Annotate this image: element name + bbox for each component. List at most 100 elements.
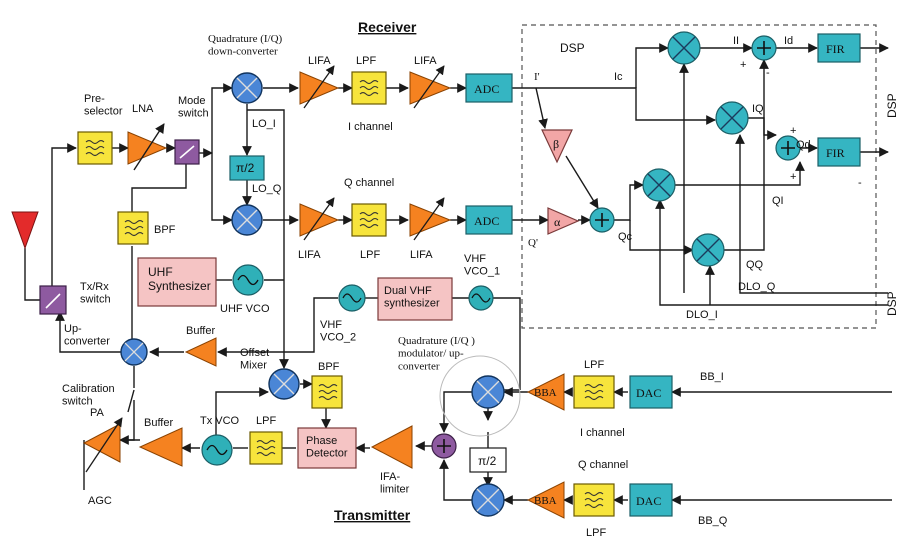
offset-mixer-icon xyxy=(268,368,300,400)
fir-q-minus: - xyxy=(858,177,862,189)
qi-label: QI xyxy=(772,195,784,207)
ifa-limiter-amplifier-icon xyxy=(370,425,413,469)
quad-down-label: Quadrature (I/Q)down-converter xyxy=(208,33,283,58)
i-lpf-label: LPF xyxy=(356,55,376,67)
dlo-q-label: DLO_Q xyxy=(738,281,776,293)
q-lifa2-label: LIFA xyxy=(410,249,433,261)
adder-id-plus: + xyxy=(740,59,746,71)
dsp-mixer-qi-icon xyxy=(642,168,676,202)
ii-label: II xyxy=(733,35,739,47)
bba-q-label: BBA xyxy=(534,495,557,507)
dsp-mixer-qq-icon xyxy=(691,233,725,267)
dac-i-block xyxy=(629,375,673,409)
qq-label: QQ xyxy=(746,259,764,271)
ic-label: Ic xyxy=(614,71,623,83)
alpha-amplifier-icon xyxy=(547,207,580,235)
antenna-icon xyxy=(11,211,39,250)
i-lifa2-label: LIFA xyxy=(414,55,437,67)
uhf-vco-oscillator-icon xyxy=(232,264,264,296)
i-lifa1-label: LIFA xyxy=(308,55,331,67)
mode-switch xyxy=(174,139,200,165)
fir-q-label: FIR xyxy=(826,146,845,160)
pi2-block xyxy=(229,155,265,181)
quad-mod-label: Quadrature (I/Q )modulator/ up-converter xyxy=(398,335,475,372)
bb-q-label: BB_Q xyxy=(698,515,728,527)
wires xyxy=(24,43,892,505)
dual-vhf-synth-block xyxy=(377,277,453,321)
tx-lpf-label: LPF xyxy=(256,415,276,427)
buffer-upper-amplifier-icon xyxy=(184,337,217,367)
adder-qd-plus-top: + xyxy=(790,125,796,137)
preselector-label: Pre-selector xyxy=(84,93,123,118)
pa-amplifier-icon xyxy=(82,417,123,473)
q-lifa1-label: LIFA xyxy=(298,249,321,261)
fir-i-label: FIR xyxy=(826,42,845,56)
bb-i-label: BB_I xyxy=(700,371,724,383)
beta-label: β xyxy=(553,137,559,151)
lna-amplifier-icon xyxy=(127,123,168,171)
transmitter-title: Transmitter xyxy=(334,507,411,523)
qc-adder-icon xyxy=(589,207,615,233)
calibration-switch xyxy=(127,389,135,413)
beta-amplifier-icon xyxy=(541,129,573,164)
i-channel-label: I channel xyxy=(348,121,393,133)
tx-bpf-filter-icon xyxy=(311,375,343,409)
i-adc-label: ADC xyxy=(474,82,499,96)
dsp-adder-qd-icon xyxy=(775,135,801,161)
q-lpf-label: LPF xyxy=(360,249,380,261)
mod-i-mixer-icon xyxy=(471,375,505,409)
up-converter-mixer-icon xyxy=(120,338,148,366)
modulator-highlight xyxy=(439,355,521,437)
i-prime-label: I' xyxy=(534,71,540,83)
fir-i-block xyxy=(817,33,861,63)
agc-label: AGC xyxy=(88,495,112,507)
i-adc-block xyxy=(465,73,513,103)
tx-lpf-filter-icon xyxy=(249,431,283,465)
txrx-switch xyxy=(39,285,67,315)
up-converter-label: Up-converter xyxy=(64,323,110,348)
qc-label: Qc xyxy=(618,231,633,243)
ifa-limiter-label: IFA-limiter xyxy=(380,471,410,496)
dsp-adder-id-icon xyxy=(751,35,777,61)
tx-adder-icon xyxy=(431,433,457,459)
q-channel-label: Q channel xyxy=(344,177,394,189)
pi2-label: π/2 xyxy=(236,161,255,175)
preselector-filter-icon xyxy=(77,131,113,165)
tx-vco-label: Tx VCO xyxy=(200,415,240,427)
tx-q-lpf-label: LPF xyxy=(586,527,606,539)
q-adc-label: ADC xyxy=(474,214,499,228)
bba-q-amplifier-icon xyxy=(526,481,565,519)
pa-label: PA xyxy=(90,407,105,419)
mod-pi2-label: π/2 xyxy=(478,454,497,468)
lna-label: LNA xyxy=(132,103,154,115)
mod-q-mixer-icon xyxy=(471,483,505,517)
q-lifa1-amplifier-icon xyxy=(299,197,340,241)
uhf-vco-label: UHF VCO xyxy=(220,303,270,315)
mod-pi2-block xyxy=(469,447,507,473)
dsp-mixer-ii-icon xyxy=(667,31,701,65)
buffer-lower-amplifier-icon xyxy=(138,427,183,467)
alpha-label: α xyxy=(554,215,561,229)
tx-q-lpf-filter-icon xyxy=(573,483,615,517)
adder-qd-plus-bottom: + xyxy=(790,171,796,183)
i-mixer-icon xyxy=(231,72,263,104)
i-lifa1-amplifier-icon xyxy=(299,65,340,109)
i-lpf-filter-icon xyxy=(351,71,387,105)
dlo-i-label: DLO_I xyxy=(686,309,718,321)
lo-i-label: LO_I xyxy=(252,118,276,130)
buffer-upper-label: Buffer xyxy=(186,325,215,337)
qd-label: Qd xyxy=(796,139,811,151)
tx-vco-oscillator-icon xyxy=(201,434,233,466)
id-label: Id xyxy=(784,35,793,47)
q-lpf-filter-icon xyxy=(351,203,387,237)
phase-detector-block xyxy=(297,427,357,469)
